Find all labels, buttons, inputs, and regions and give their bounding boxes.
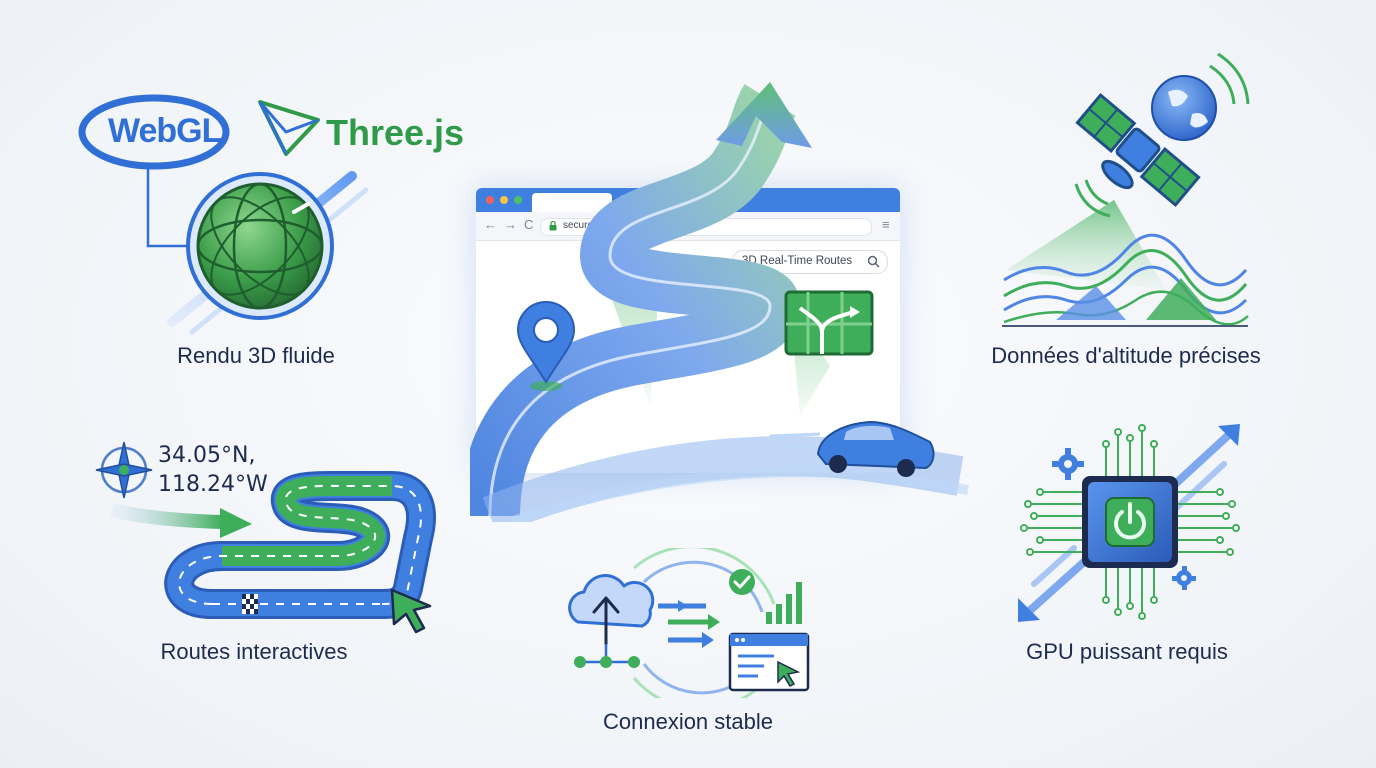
cloud-upload-icon — [568, 574, 655, 668]
maximize-window-dot[interactable] — [514, 196, 522, 204]
satellite-icon — [1075, 92, 1201, 208]
check-icon — [729, 569, 755, 595]
reload-icon[interactable]: C — [524, 217, 534, 232]
satellite-elevation-illustration — [1002, 52, 1250, 327]
caption-elevation: Données d'altitude précises — [991, 343, 1261, 368]
search-icon — [867, 255, 880, 268]
cursor-icon — [390, 588, 432, 634]
caption-routes: Routes interactives — [160, 639, 348, 664]
caption-rendering: Rendu 3D fluide — [177, 343, 335, 368]
menu-icon[interactable]: ≡ — [882, 217, 890, 232]
longitude-text: 118.24°W — [158, 472, 268, 497]
compass-icon — [95, 441, 153, 499]
gpu-illustration — [1018, 424, 1240, 622]
address-text: secure — [563, 220, 594, 231]
signal-bars-icon — [766, 582, 802, 624]
car-icon — [769, 420, 935, 477]
browser-tab[interactable] — [532, 193, 612, 212]
map-tile-icon — [784, 290, 874, 356]
map-pin-icon — [516, 301, 576, 391]
minimize-window-dot[interactable] — [500, 196, 508, 204]
webgl-logo: WebGL — [108, 112, 222, 150]
lock-icon — [549, 221, 557, 231]
caption-connection: Connexion stable — [602, 709, 773, 734]
close-window-dot[interactable] — [486, 196, 494, 204]
gear-icon — [1052, 448, 1084, 480]
caption-gpu: GPU puissant requis — [1026, 639, 1228, 664]
threejs-logo: Three.js — [326, 112, 465, 153]
interactive-routes-illustration — [95, 441, 436, 634]
connection-illustration — [568, 548, 810, 698]
power-icon — [1114, 502, 1146, 540]
latitude-text: 34.05°N, — [158, 443, 256, 468]
forward-icon[interactable]: → — [504, 217, 517, 232]
route-3d-illustration — [470, 82, 969, 522]
webgl-globe-illustration — [78, 94, 369, 335]
search-text: 3D Real-Time Routes — [742, 255, 853, 267]
threejs-logo-icon — [258, 100, 320, 156]
back-icon[interactable]: ← — [484, 217, 497, 232]
